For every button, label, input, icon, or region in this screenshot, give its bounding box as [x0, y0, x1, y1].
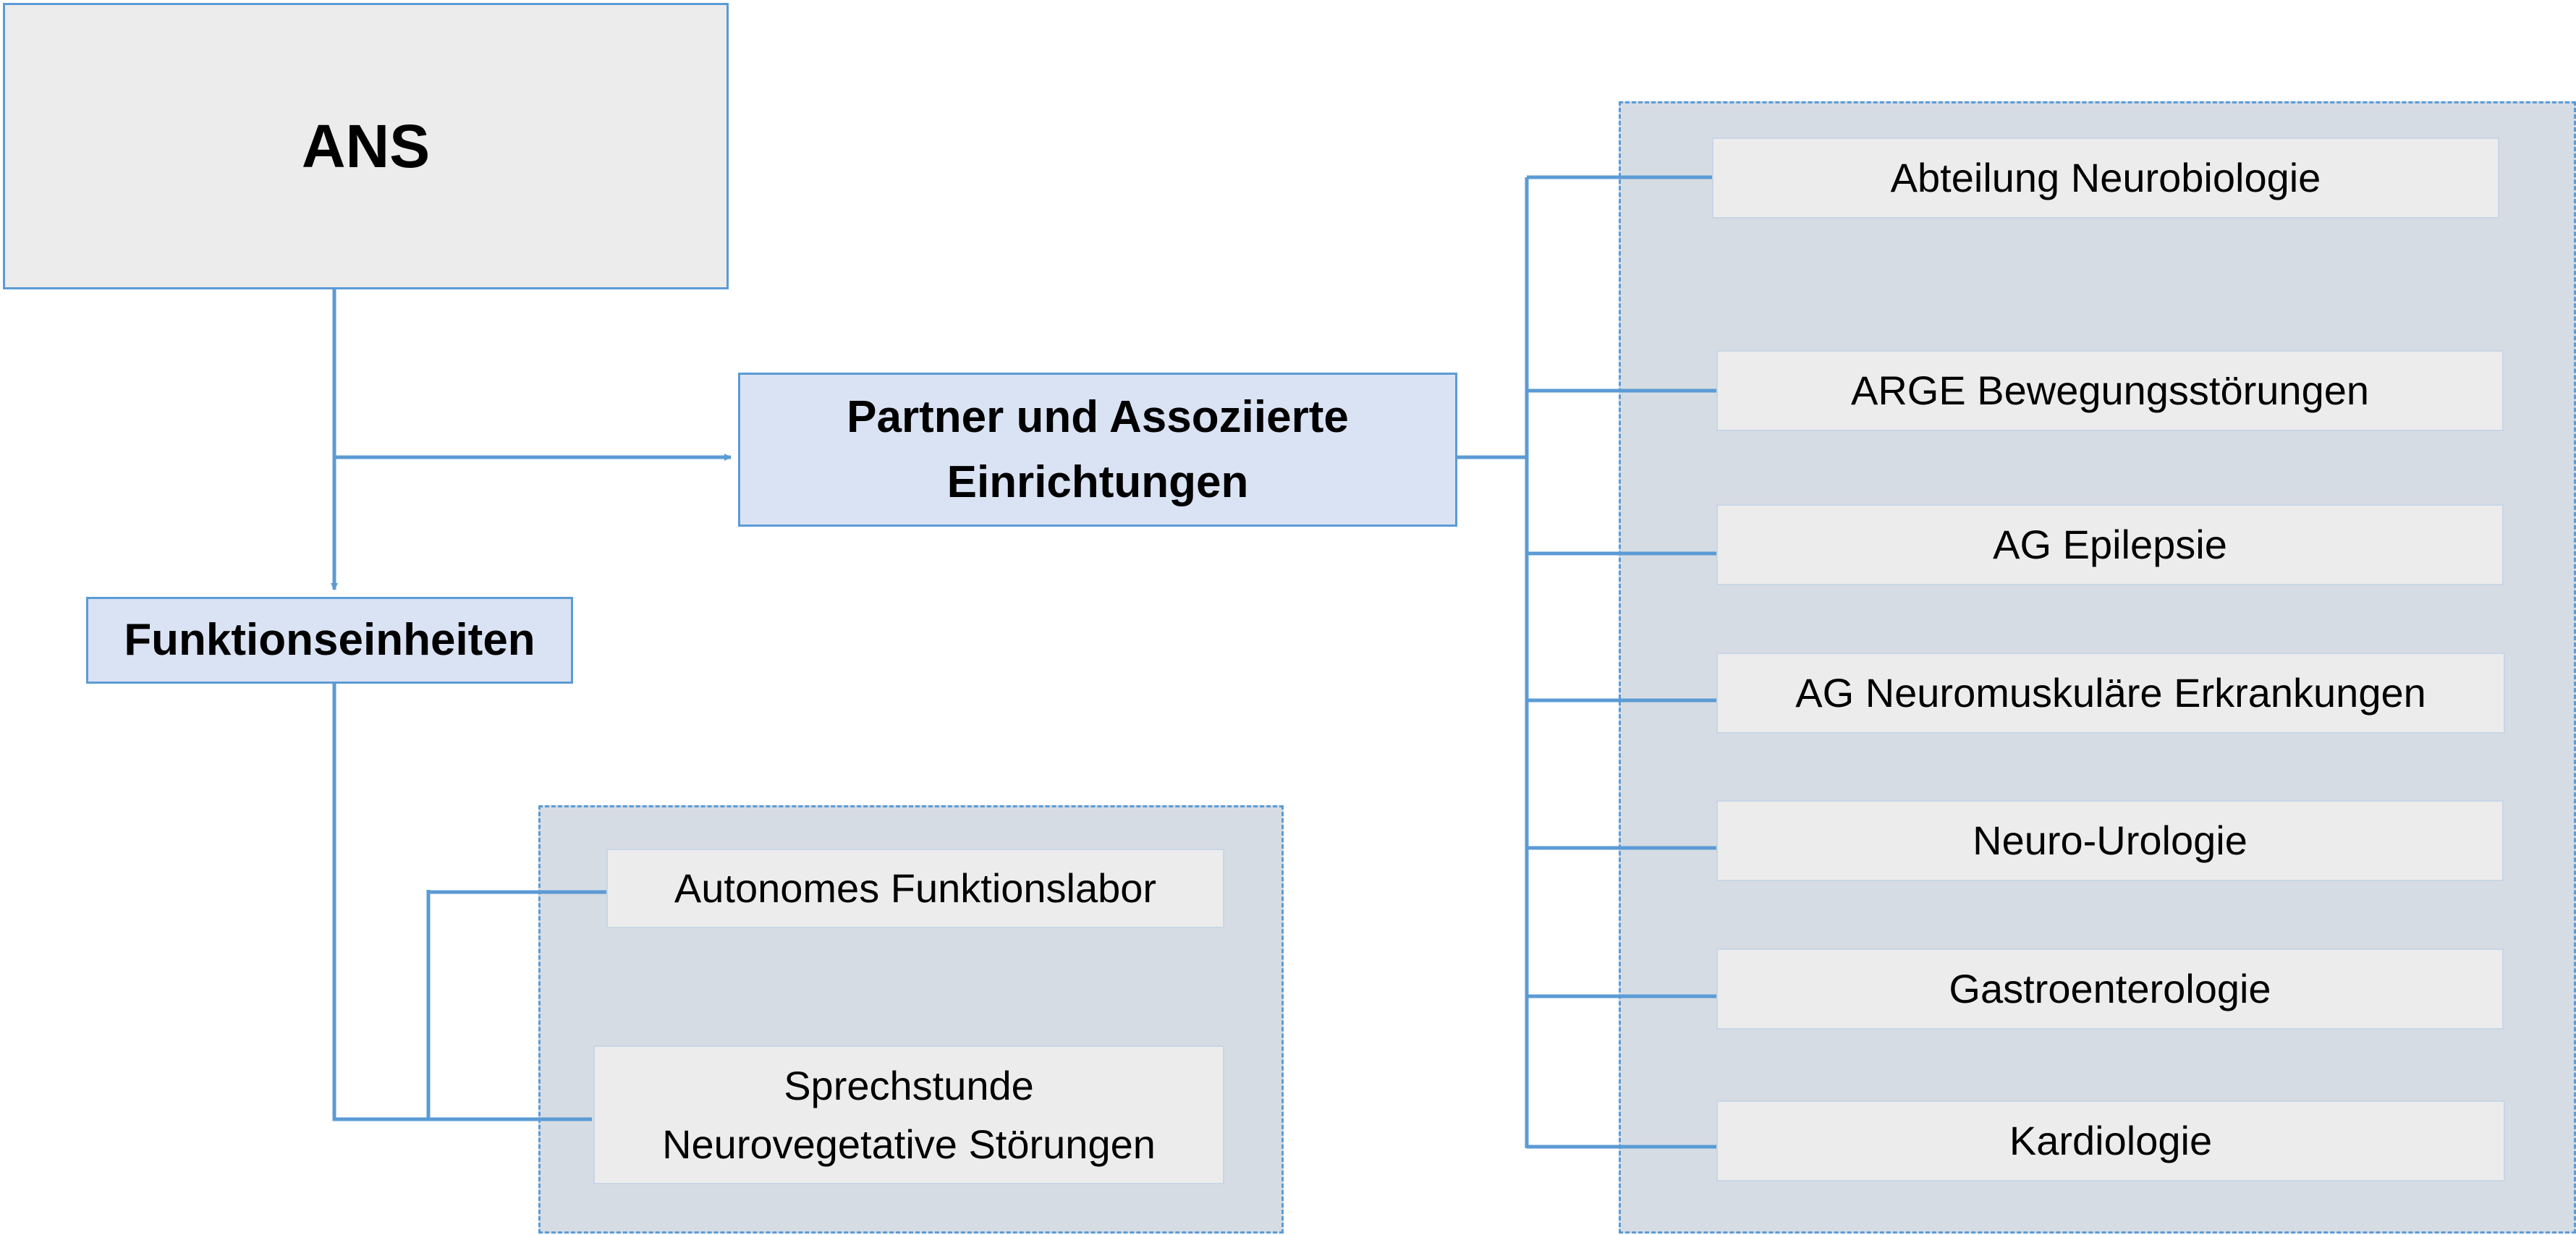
- partner-label-line1: Partner und Assoziierte: [847, 391, 1349, 442]
- funktion-label: Funktionseinheiten: [124, 615, 535, 666]
- ans-label: ANS: [301, 111, 431, 180]
- partner-item-neuromuskulaere: AG Neuromuskuläre Erkrankungen: [1716, 653, 2505, 734]
- partner-item-label: AG Epilepsie: [1993, 522, 2227, 568]
- partner-item-neuro-urologie: Neuro-Urologie: [1716, 800, 2504, 881]
- funktion-node: Funktionseinheiten: [86, 597, 573, 684]
- partner-item-label: Gastroenterologie: [1949, 966, 2271, 1012]
- sprechstunde-label-line1: Sprechstunde: [784, 1062, 1034, 1108]
- partner-item-label: AG Neuromuskuläre Erkrankungen: [1795, 670, 2426, 716]
- partner-item-bewegungsstoerungen: ARGE Bewegungsstörungen: [1716, 350, 2504, 431]
- partner-item-label: Abteilung Neurobiologie: [1890, 155, 2321, 201]
- partner-item-label: Neuro-Urologie: [1973, 818, 2247, 864]
- partner-label-line2: Einrichtungen: [946, 457, 1249, 507]
- partner-item-label: Kardiologie: [2009, 1118, 2213, 1164]
- partner-item-kardiologie: Kardiologie: [1716, 1100, 2505, 1181]
- labor-label: Autonomes Funktionslabor: [674, 865, 1157, 912]
- ans-node: ANS: [3, 3, 729, 289]
- partner-node: Partner und Assoziierte Einrichtungen: [738, 373, 1457, 527]
- sprechstunde-node: Sprechstunde Neurovegetative Störungen: [593, 1045, 1224, 1184]
- labor-node: Autonomes Funktionslabor: [606, 849, 1224, 928]
- sprechstunde-label-line2: Neurovegetative Störungen: [662, 1121, 1156, 1167]
- partner-item-gastroenterologie: Gastroenterologie: [1716, 948, 2504, 1030]
- partner-item-neurobiologie: Abteilung Neurobiologie: [1712, 137, 2499, 218]
- partner-item-label: ARGE Bewegungsstörungen: [1851, 368, 2369, 414]
- partner-item-epilepsie: AG Epilepsie: [1716, 504, 2504, 585]
